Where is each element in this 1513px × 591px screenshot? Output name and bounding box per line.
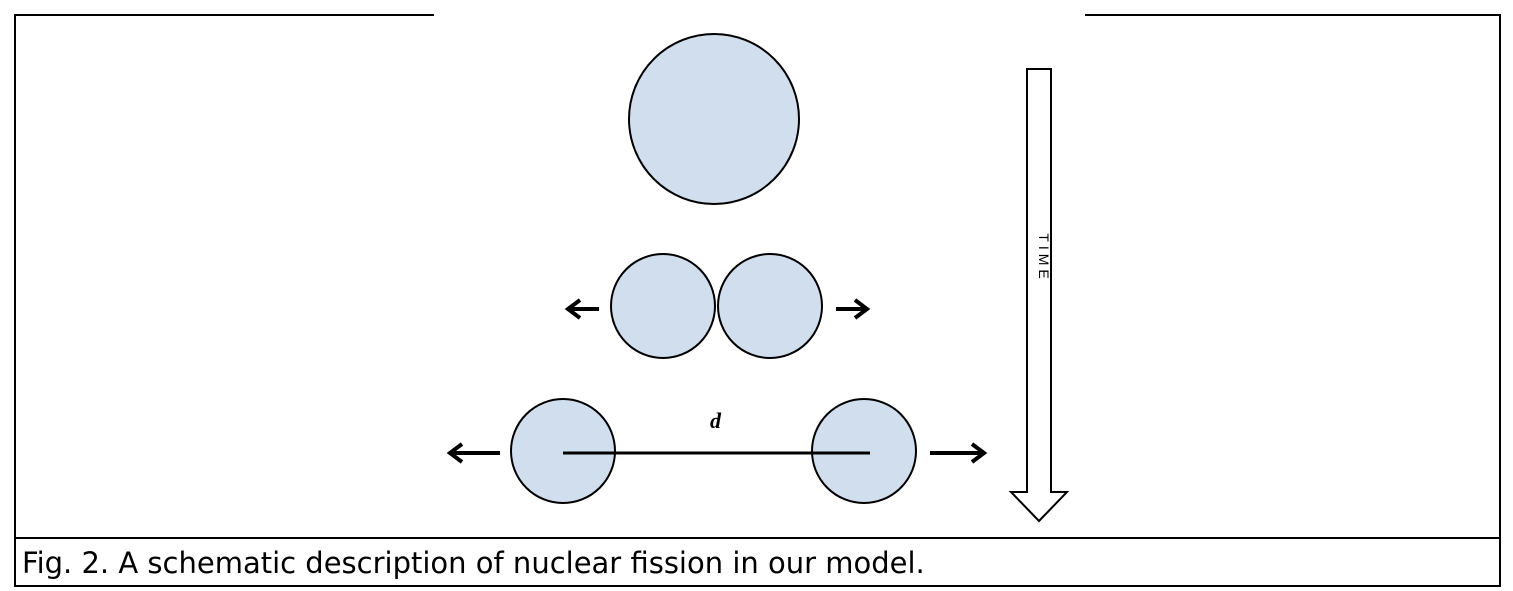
fragment-left-stage3 (510, 398, 616, 504)
down-hollow-arrow-icon (1008, 68, 1070, 523)
fragment-right-stage3 (811, 398, 917, 504)
parent-nucleus (628, 33, 800, 205)
figure-caption: Fig. 2. A schematic description of nucle… (22, 546, 925, 580)
frame-top-border-right (1085, 14, 1501, 16)
time-label: TIME (1036, 233, 1052, 282)
arrow-left-icon (564, 298, 599, 320)
arrow-right-icon (836, 298, 871, 320)
arrow-right-icon (930, 442, 988, 464)
caption-divider (14, 537, 1501, 539)
frame-top-border-left (14, 14, 434, 16)
distance-label: d (710, 408, 722, 433)
figure-frame (14, 14, 1501, 587)
fragment-right-stage2 (717, 253, 823, 359)
fragment-left-stage2 (610, 253, 716, 359)
arrow-left-icon (446, 442, 500, 464)
